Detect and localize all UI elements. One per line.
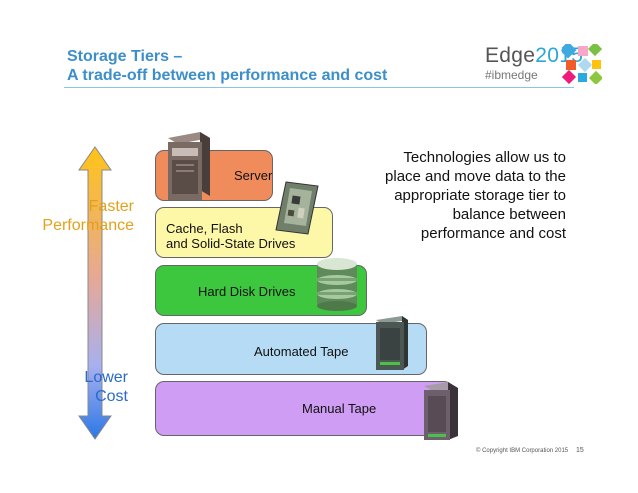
description-line-5: performance and cost: [420, 225, 566, 242]
tier-manual-tape: Manual Tape: [155, 381, 453, 436]
tier-manual-label: Manual Tape: [302, 401, 377, 416]
description-line-4: balance between: [452, 206, 566, 223]
faster-line-2: Performance: [42, 217, 134, 234]
vertical-double-arrow: [78, 146, 112, 440]
tape-cartridge-image: [424, 382, 458, 440]
server-image: [168, 132, 210, 200]
lower-cost-label: Lower Cost: [40, 368, 128, 406]
logo-hashtag: #ibmedge: [485, 68, 538, 82]
disk-stack-image: [317, 258, 357, 311]
title-divider: [64, 87, 574, 88]
tier-hdd-label: Hard Disk Drives: [198, 284, 296, 299]
ibm-edge-mosaic-logo: [562, 44, 602, 84]
tier-automated-label: Automated Tape: [254, 344, 349, 359]
slide-title: Storage Tiers – A trade-off between perf…: [67, 47, 387, 85]
faster-performance-label: Faster Performance: [30, 197, 134, 235]
logo-word: Edge: [485, 44, 536, 67]
flash-card-image: [275, 181, 319, 235]
description-line-1: Technologies allow us to: [403, 149, 566, 166]
lower-line-2: Cost: [95, 388, 128, 405]
tier-cache-label-1: Cache, Flash: [166, 221, 243, 236]
tier-server-label: Server: [234, 168, 273, 183]
title-line-2: A trade-off between performance and cost: [67, 67, 388, 84]
tier-cache-label-2: and Solid-State Drives: [166, 236, 296, 251]
faster-line-1: Faster: [88, 198, 134, 215]
tier-description: Technologies allow us to place and move …: [340, 148, 566, 243]
title-line-1: Storage Tiers –: [67, 48, 183, 65]
lower-line-1: Lower: [84, 369, 128, 386]
description-line-2: place and move data to the: [385, 168, 566, 185]
tape-library-image: [376, 316, 408, 370]
copyright-notice: © Copyright IBM Corporation 2015: [476, 448, 569, 454]
page-number: 15: [576, 447, 584, 454]
description-line-3: appropriate storage tier to: [394, 187, 566, 204]
